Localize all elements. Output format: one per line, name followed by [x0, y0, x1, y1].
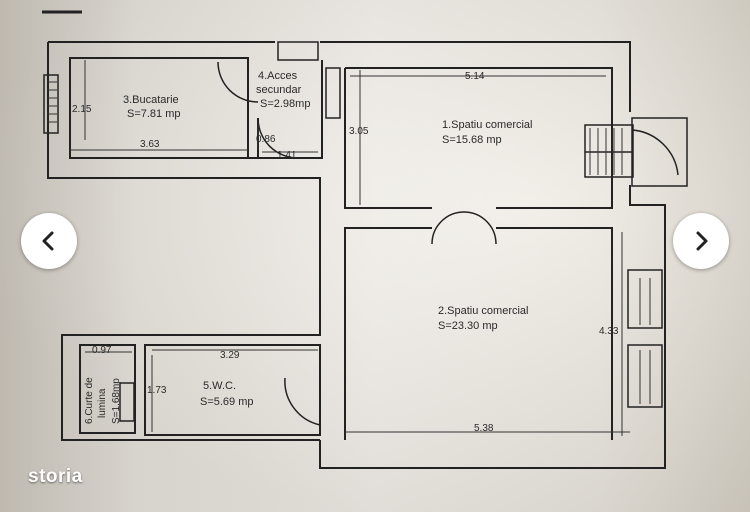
chevron-right-icon — [696, 231, 708, 251]
room-lightwell-name: 6.Curte de — [84, 377, 95, 424]
room-wc-area: S=5.69 mp — [200, 396, 254, 408]
room-commercial-2-area: S=23.30 mp — [438, 320, 498, 332]
room-access-area: S=2.98mp — [260, 98, 311, 110]
room-commercial-2-name: 2.Spatiu comercial — [438, 305, 529, 317]
room-access-name: 4.Acces — [258, 70, 298, 82]
dim-kitchen-height: 2.15 — [72, 104, 92, 115]
dim-commercial-1-height: 3.05 — [349, 126, 369, 137]
next-image-button[interactable] — [673, 213, 729, 269]
room-commercial-1-name: 1.Spatiu comercial — [442, 119, 533, 131]
dim-kitchen-width: 3.63 — [140, 139, 160, 150]
room-access-name-line2: secundar — [256, 84, 302, 96]
room-lightwell-area: S=1.68mp — [111, 378, 122, 424]
dim-access-small: 0.86 — [256, 134, 276, 145]
dim-commercial-2-width: 5.38 — [474, 423, 494, 434]
room-kitchen-area: S=7.81 mp — [127, 108, 181, 120]
previous-image-button[interactable] — [21, 213, 77, 269]
dim-wc-width: 3.29 — [220, 350, 240, 361]
dim-lightwell-width: 0.97 — [92, 345, 112, 356]
room-lightwell-name-line2: lumina — [97, 388, 108, 418]
storia-logo: storia — [28, 466, 83, 487]
dim-access-width: 1.41 — [277, 150, 297, 161]
dim-commercial-1-width: 5.14 — [465, 71, 485, 82]
chevron-left-icon — [42, 231, 54, 251]
room-kitchen-name: 3.Bucatarie — [123, 94, 179, 106]
dim-wc-height: 1.73 — [147, 385, 167, 396]
room-commercial-1-area: S=15.68 mp — [442, 134, 502, 146]
dim-commercial-2-height: 4.33 — [599, 326, 619, 337]
room-wc-name: 5.W.C. — [203, 380, 237, 392]
